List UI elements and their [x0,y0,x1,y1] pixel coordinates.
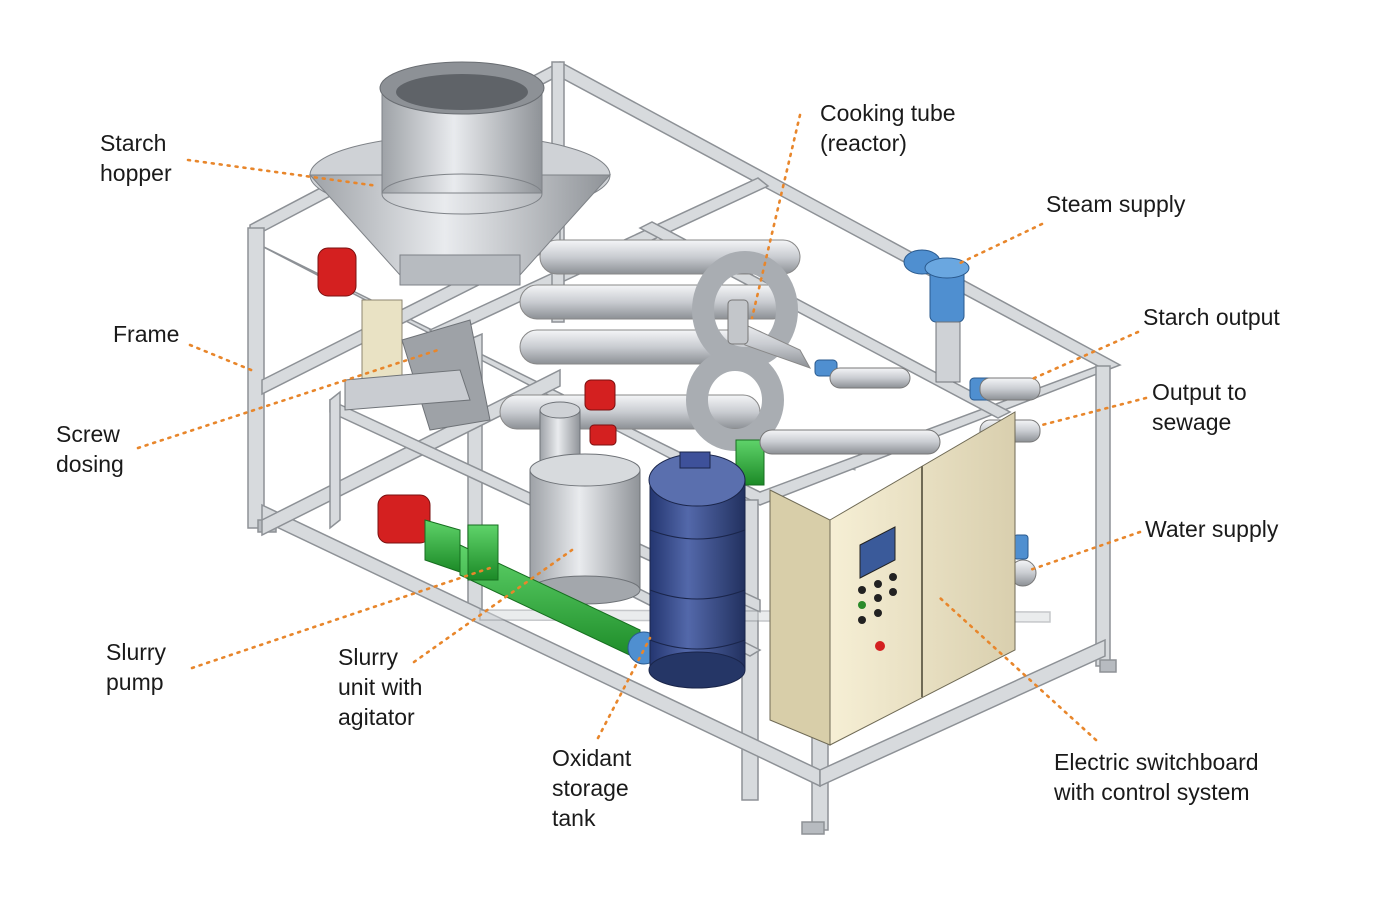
label-output-to-sewage: Output to sewage [1152,379,1247,435]
label-steam-supply: Steam supply [1046,191,1186,217]
label-starch-hopper: Starch hopper [100,130,172,186]
slurry-unit-graphic [529,401,641,605]
switchboard-graphic [769,411,1016,746]
label-slurry-pump: Slurry pump [106,639,167,695]
screw-dosing-graphic [344,299,491,431]
label-frame: Frame [113,321,180,347]
oxidant-tank-graphic [648,451,746,689]
label-water-supply: Water supply [1145,516,1279,542]
leader-output-to-sewage [1040,396,1148,427]
starch-hopper-graphic [308,61,612,286]
leader-cooking-tube [750,113,802,320]
leader-starch-hopper [186,158,380,188]
leader-steam-supply [956,222,1044,266]
cooking-tube-coils [499,239,812,451]
label-switchboard: Electric switchboard with control system [1054,749,1259,805]
leader-water-supply [1028,530,1142,572]
leader-screw-dosing [136,348,440,450]
leader-lines [136,113,1148,742]
motors [317,247,617,544]
leader-oxidant-tank [596,636,652,740]
leader-frame [188,343,258,374]
leader-switchboard [938,596,1098,742]
label-slurry-unit: Slurry unit with agitator [338,644,423,730]
label-oxidant-tank: Oxidant storage tank [552,745,632,831]
leader-slurry-unit [412,548,574,664]
label-cooking-tube: Cooking tube (reactor) [820,100,956,156]
leader-starch-output [1028,330,1140,382]
label-starch-output: Starch output [1143,304,1280,330]
label-screw-dosing: Screw dosing [56,421,124,477]
